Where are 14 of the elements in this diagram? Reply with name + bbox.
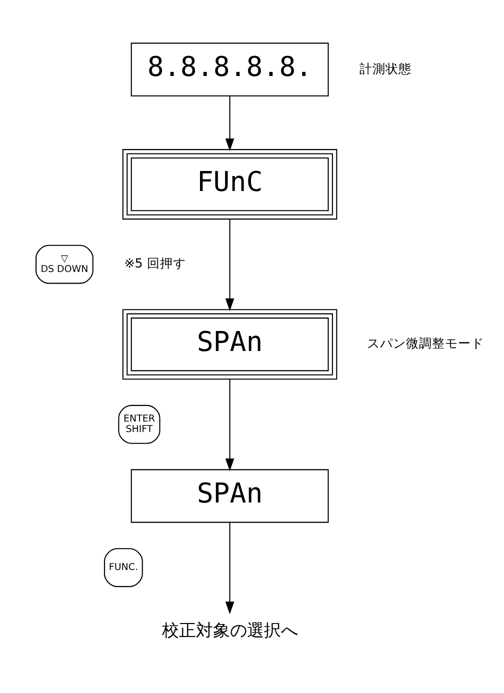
arrow (225, 378, 234, 471)
node-box: FUnC (122, 148, 338, 220)
arrow (225, 522, 234, 614)
node-text: 校正対象の選択へ (162, 619, 298, 640)
arrow (225, 95, 234, 151)
node-label: ※5 回押す (124, 255, 186, 270)
node-box: 8.8.8.8.8. (130, 42, 329, 96)
arrow (225, 218, 234, 311)
node-label: スパン微調整モード (367, 335, 484, 350)
node-label: 計測状態 (360, 60, 412, 76)
node-box: SPAn (122, 308, 338, 380)
node-box: ENTER SHIFT (118, 404, 160, 444)
node-box: ▽ DS DOWN (36, 244, 94, 284)
node-box: SPAn (130, 468, 329, 522)
